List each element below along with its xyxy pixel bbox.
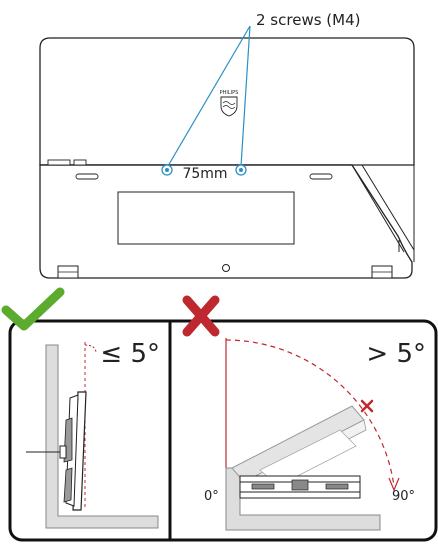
left-angle-label: ≤ 5° <box>100 339 160 369</box>
screw-hole-icon <box>161 164 173 176</box>
right-panel: > 5° 0° 90° <box>204 338 426 531</box>
monitor-back <box>39 37 415 279</box>
screw-hole-icon <box>235 164 247 176</box>
screws-label: 2 screws (M4) <box>256 11 360 29</box>
brand-text: PHILIPS <box>220 90 239 96</box>
right-angle-label: > 5° <box>366 339 426 369</box>
screw-callout: 2 screws (M4) 75mm <box>161 11 360 182</box>
check-icon <box>1 287 65 331</box>
arc-end-label: 90° <box>392 489 415 504</box>
arc-start-label: 0° <box>204 489 219 504</box>
philips-logo: PHILIPS <box>220 90 239 117</box>
cross-icon <box>182 295 220 337</box>
vesa-distance-label: 75mm <box>182 166 227 182</box>
left-panel: ≤ 5° <box>26 339 160 529</box>
